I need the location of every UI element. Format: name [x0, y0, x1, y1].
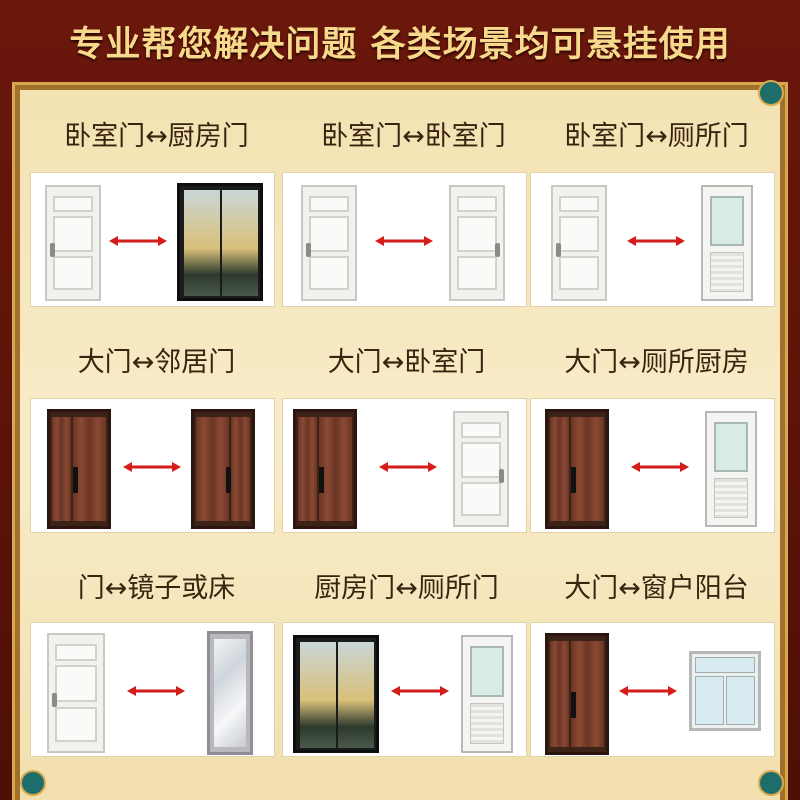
security-door-icon [545, 633, 609, 755]
frame-corner-ornament-icon [758, 80, 784, 106]
scene-label: 门↔镜子或床 [77, 573, 236, 604]
security-door-icon [545, 409, 609, 529]
security-door-icon [293, 409, 357, 529]
white-door-icon [47, 633, 105, 753]
double-arrow-icon [123, 462, 181, 472]
window-icon [689, 651, 761, 731]
glass-sliding-door-icon [177, 183, 263, 301]
frame-corner-ornament-icon [20, 770, 46, 796]
scene-label: 大门↔邻居门 [77, 347, 236, 378]
double-arrow-icon [375, 236, 433, 246]
double-arrow-icon [391, 686, 449, 696]
glass-sliding-door-icon [293, 635, 379, 753]
white-door-icon [45, 185, 101, 301]
security-door-icon [191, 409, 255, 529]
scene-card [530, 622, 775, 757]
scene-label: 卧室门↔卧室门 [321, 121, 506, 152]
scene-label: 卧室门↔厕所门 [564, 121, 749, 152]
white-door-icon [551, 185, 607, 301]
mirror-icon [207, 631, 253, 755]
scene-label: 大门↔卧室门 [327, 347, 486, 378]
scene-label: 卧室门↔厨房门 [64, 121, 249, 152]
scene-label: 大门↔窗户阳台 [564, 573, 749, 604]
scene-card [530, 172, 775, 307]
double-arrow-icon [379, 462, 437, 472]
header-title: 专业帮您解决问题 各类场景均可悬挂使用 [69, 24, 731, 65]
bathroom-door-icon [701, 185, 753, 301]
white-door-icon [301, 185, 357, 301]
scene-card [282, 398, 527, 533]
double-arrow-icon [619, 686, 677, 696]
scene-card [282, 622, 527, 757]
scene-label: 大门↔厕所厨房 [564, 347, 749, 378]
scene-card [282, 172, 527, 307]
white-door-icon [449, 185, 505, 301]
scene-card [30, 398, 275, 533]
double-arrow-icon [109, 236, 167, 246]
white-door-icon [453, 411, 509, 527]
frame-corner-ornament-icon [758, 770, 784, 796]
bathroom-door-icon [461, 635, 513, 753]
scene-card [30, 172, 275, 307]
double-arrow-icon [127, 686, 185, 696]
bathroom-door-icon [705, 411, 757, 527]
scene-label: 厨房门↔厕所门 [314, 573, 499, 604]
scene-card [530, 398, 775, 533]
double-arrow-icon [631, 462, 689, 472]
double-arrow-icon [627, 236, 685, 246]
header-banner: 专业帮您解决问题 各类场景均可悬挂使用 [0, 0, 800, 82]
scene-card [30, 622, 275, 757]
security-door-icon [47, 409, 111, 529]
